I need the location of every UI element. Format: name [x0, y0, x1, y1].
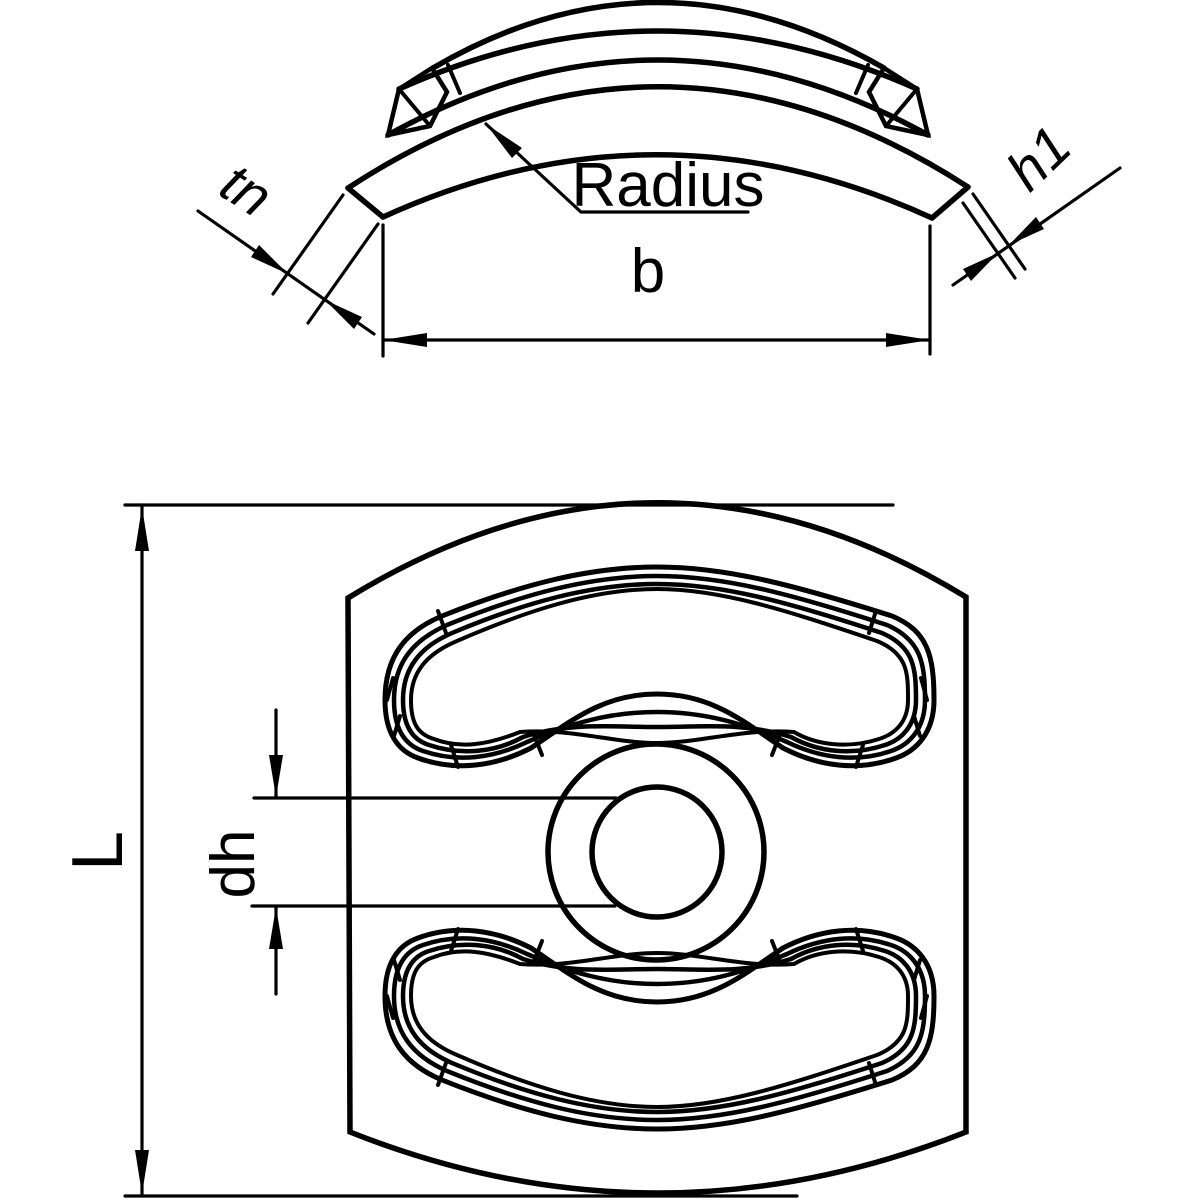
left-ear-diagonal [397, 87, 432, 128]
left-end-face [345, 185, 386, 220]
radius-leader-line [484, 122, 750, 214]
dim-b-arrowhead-left-icon [383, 333, 427, 347]
dim-h1-ext-inner [961, 201, 1017, 280]
slot-bottom-outer-contour [382, 927, 937, 1132]
slot-top-deep-contour [408, 586, 911, 747]
right-ear-diagonal [884, 87, 919, 128]
dim-radius-label: Radius [572, 151, 765, 220]
dim-h1-arrowhead-lower-icon [963, 253, 998, 281]
radius-arrowhead-icon [486, 124, 522, 158]
arc-outer-surface [345, 84, 971, 191]
dim-b-label: b [631, 237, 665, 306]
slot-bottom-inner-contour [400, 942, 919, 1115]
dim-tn-label: tn [210, 151, 283, 229]
dim-h1-ext-outer [971, 192, 1027, 271]
dim-dh-label: dh [199, 830, 268, 899]
dim-b-arrowhead-right-icon [886, 333, 930, 347]
dim-tn-ext-outer [271, 193, 345, 296]
slot-top-inner-contour [400, 581, 919, 754]
slot-top-ticks [385, 609, 929, 769]
slot-bottom-middle-contour [391, 936, 928, 1123]
left-ear-tick [446, 63, 462, 95]
right-end-face [929, 184, 971, 221]
dim-L-arrowhead-bottom-icon [135, 1150, 149, 1194]
profile-view [196, 0, 1122, 358]
slot-top-outer-contour [382, 564, 937, 769]
slot-bottom-deep-contour [408, 949, 911, 1110]
dim-tn-arrowhead-upper-icon [251, 245, 288, 274]
dim-tn-ext-inner [306, 222, 380, 325]
arc-top-far-edge [430, 0, 887, 71]
right-ear-tick [854, 63, 870, 95]
dim-tn-arrowhead-lower-icon [325, 300, 362, 329]
dim-h1-label: h1 [994, 114, 1083, 203]
slot-bottom-ticks [385, 927, 929, 1087]
dim-L-label: L [58, 831, 138, 871]
right-ear-boss [866, 64, 932, 138]
dim-dh-arrowhead-top-icon [269, 755, 283, 797]
slot-top [382, 564, 937, 769]
plate-outline [345, 500, 969, 1196]
arc-inner-surface [380, 152, 935, 221]
dim-dh-arrowhead-bottom-icon [269, 907, 283, 949]
arc-upper-second [396, 28, 920, 92]
plan-view [123, 500, 969, 1198]
arc-upper-third [385, 57, 931, 138]
slot-top-middle-contour [391, 573, 928, 760]
dim-L-arrowhead-top-icon [135, 507, 149, 551]
left-ear-boss [384, 64, 450, 138]
slot-bottom [382, 927, 937, 1132]
center-boss-circle [545, 741, 767, 963]
dim-h1-arrowhead-upper-icon [1009, 217, 1044, 245]
center-hole-circle [589, 784, 725, 920]
